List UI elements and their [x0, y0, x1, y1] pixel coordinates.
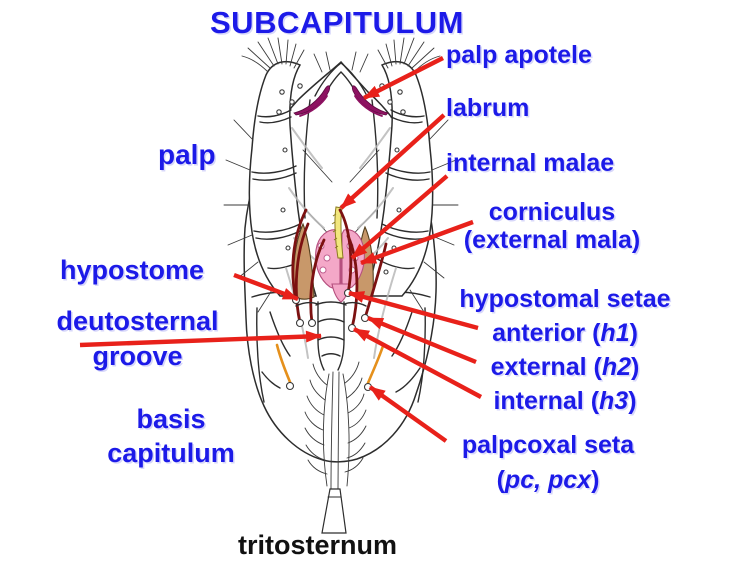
label-internal-h3: internal (h3)	[493, 387, 637, 415]
label-palpcoxal-seta: palpcoxal seta (pc, pcx)	[443, 428, 653, 498]
label-labrum: labrum	[446, 94, 530, 122]
label-corniculus: corniculus (external mala)	[443, 198, 661, 254]
arrow-deutosternal	[79, 330, 322, 348]
right-palpcoxal-seta	[366, 344, 385, 385]
right-h3-seta	[346, 234, 359, 330]
arrow-anterior-h1	[348, 290, 479, 331]
label-hypostomal-setae-group: hypostomal setae anterior (h1) external …	[440, 282, 690, 418]
arrow-internal-h3	[352, 327, 483, 399]
label-corniculus-line2: (external mala)	[463, 226, 641, 254]
left-apotele-claw	[293, 85, 331, 116]
right-h1-seta	[338, 208, 353, 295]
tritosternum-base	[321, 488, 347, 534]
right-apotele-claw	[351, 85, 389, 116]
left-palpcoxal-seta	[275, 343, 292, 384]
label-palp: palp	[158, 139, 216, 170]
label-palp-apotele: palp apotele	[446, 41, 592, 69]
label-basis-line2: capitulum	[107, 438, 235, 468]
label-hypostome: hypostome	[60, 255, 205, 285]
label-anterior-h1: anterior (h1)	[492, 319, 638, 347]
apex-tufts	[313, 51, 369, 73]
hypostomal-setae-drawing	[291, 208, 388, 333]
arrow-labrum	[339, 113, 446, 210]
arrow-palpcoxal-seta	[368, 385, 448, 443]
label-palpcoxal-line1: palpcoxal seta	[461, 431, 635, 459]
palp-apoteles	[293, 85, 389, 117]
label-internal-malae: internal malae	[446, 149, 615, 177]
left-h3-seta	[309, 238, 326, 325]
label-deutosternal-groove: deutosternal groove	[30, 304, 245, 374]
annotation-arrows	[79, 56, 483, 443]
label-corniculus-line1: corniculus	[488, 198, 616, 226]
arrow-palp-apotele	[363, 56, 444, 100]
arrow-internal-malae	[350, 174, 449, 260]
mouthparts	[292, 206, 374, 303]
label-deutosternal-line2: groove	[92, 341, 183, 371]
right-palp	[345, 37, 459, 359]
arrow-corniculus	[360, 219, 474, 266]
label-external-h2: external (h2)	[490, 353, 640, 381]
label-hypostomal-setae: hypostomal setae	[459, 285, 671, 313]
left-h2-seta	[294, 222, 310, 325]
label-tritosternum: tritosternum	[238, 530, 398, 560]
label-basis-capitulum: basis capitulum	[83, 402, 259, 470]
arrow-hypostome	[233, 272, 299, 302]
label-basis-line1: basis	[136, 404, 206, 434]
tritosternum-drawing	[304, 361, 367, 534]
label-deutosternal-line1: deutosternal	[56, 306, 219, 336]
label-palpcoxal-line2: (pc, pcx)	[496, 466, 600, 494]
arrow-external-h2	[367, 315, 477, 365]
diagram-title: SUBCAPITULUM	[210, 5, 464, 40]
right-h2-seta	[363, 242, 388, 320]
